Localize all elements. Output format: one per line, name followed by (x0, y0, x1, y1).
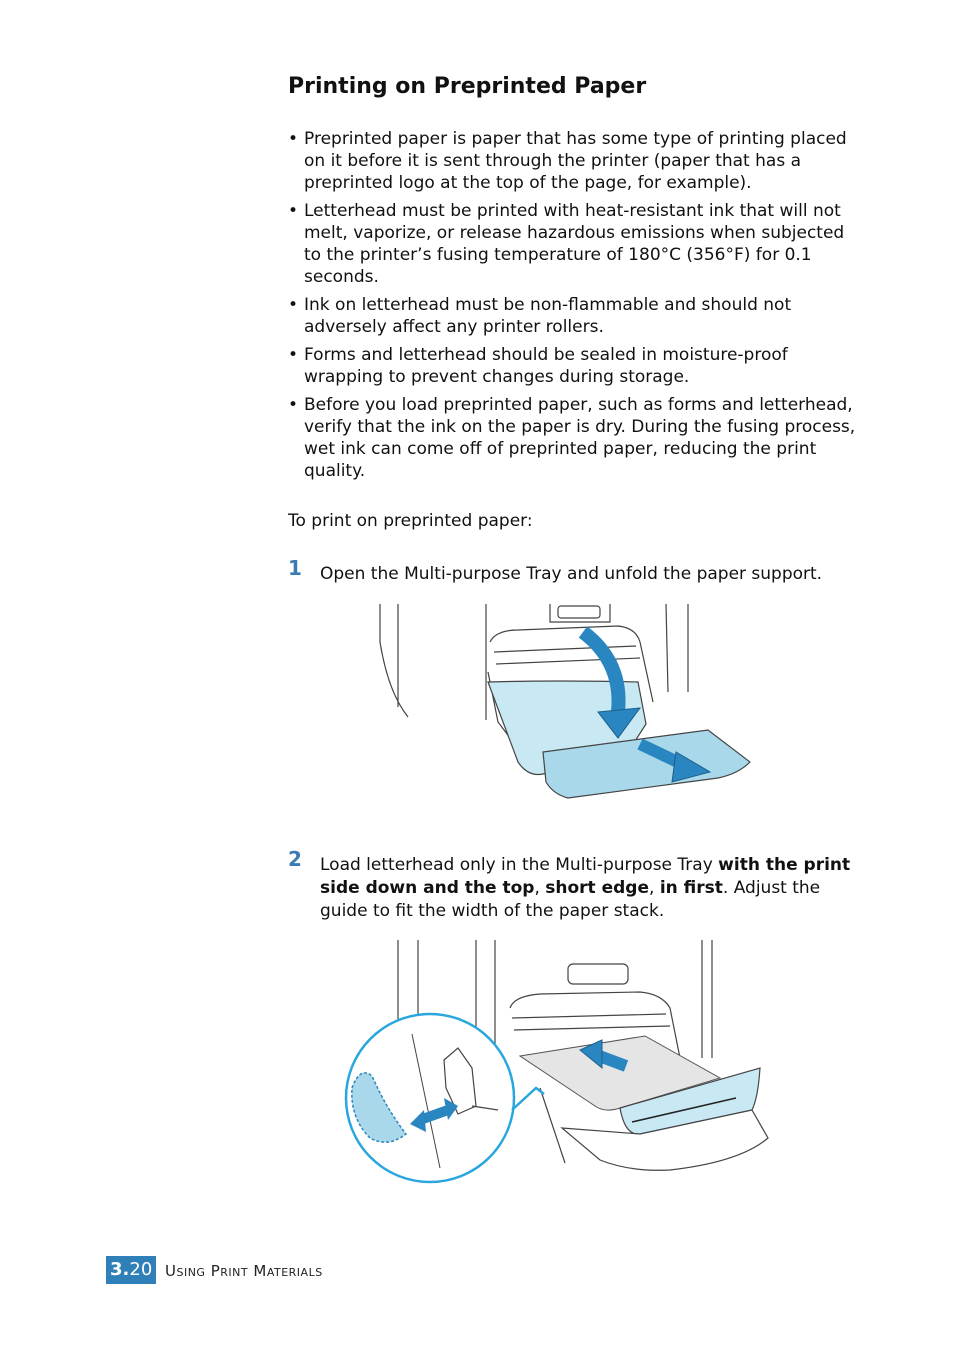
step-1: 1 Open the Multi-purpose Tray and unfold… (288, 557, 858, 586)
step-text: Open the Multi-purpose Tray and unfold t… (320, 564, 823, 584)
chapter-number: 3. (110, 1259, 130, 1280)
step-emphasis: with the print side down and the top (320, 855, 851, 898)
bullet-item: Ink on letterhead must be non-flammable … (288, 294, 858, 338)
step-number: 2 (288, 847, 302, 871)
step-text-part: , (534, 878, 546, 898)
page-number: 20 (129, 1259, 153, 1280)
bullet-item: Forms and letterhead should be sealed in… (288, 344, 858, 388)
chapter-title: Using Print Materials (165, 1262, 323, 1280)
procedure-intro: To print on preprinted paper: (288, 511, 533, 531)
step-emphasis: in first (659, 878, 723, 898)
step-text-part: Load letterhead only in the Multi-purpos… (320, 855, 719, 875)
step-text-part: , (649, 878, 660, 898)
page-number-badge: 3.20 (106, 1256, 156, 1284)
bullet-item: Letterhead must be printed with heat-res… (288, 200, 858, 288)
bullet-item: Before you load preprinted paper, such a… (288, 394, 858, 482)
section-heading: Printing on Preprinted Paper (288, 74, 647, 99)
load-letterhead-illustration (344, 940, 769, 1184)
step-number: 1 (288, 556, 302, 580)
step-text: Load letterhead only in the Multi-purpos… (320, 854, 858, 923)
step-2: 2 Load letterhead only in the Multi-purp… (288, 848, 858, 923)
bullet-item: Preprinted paper is paper that has some … (288, 128, 858, 194)
bullet-list: Preprinted paper is paper that has some … (288, 128, 858, 488)
step-text-part: . Adjust the guide to fit the width of t… (320, 878, 821, 921)
open-tray-illustration (379, 603, 751, 799)
step-emphasis: short edge (545, 878, 649, 898)
